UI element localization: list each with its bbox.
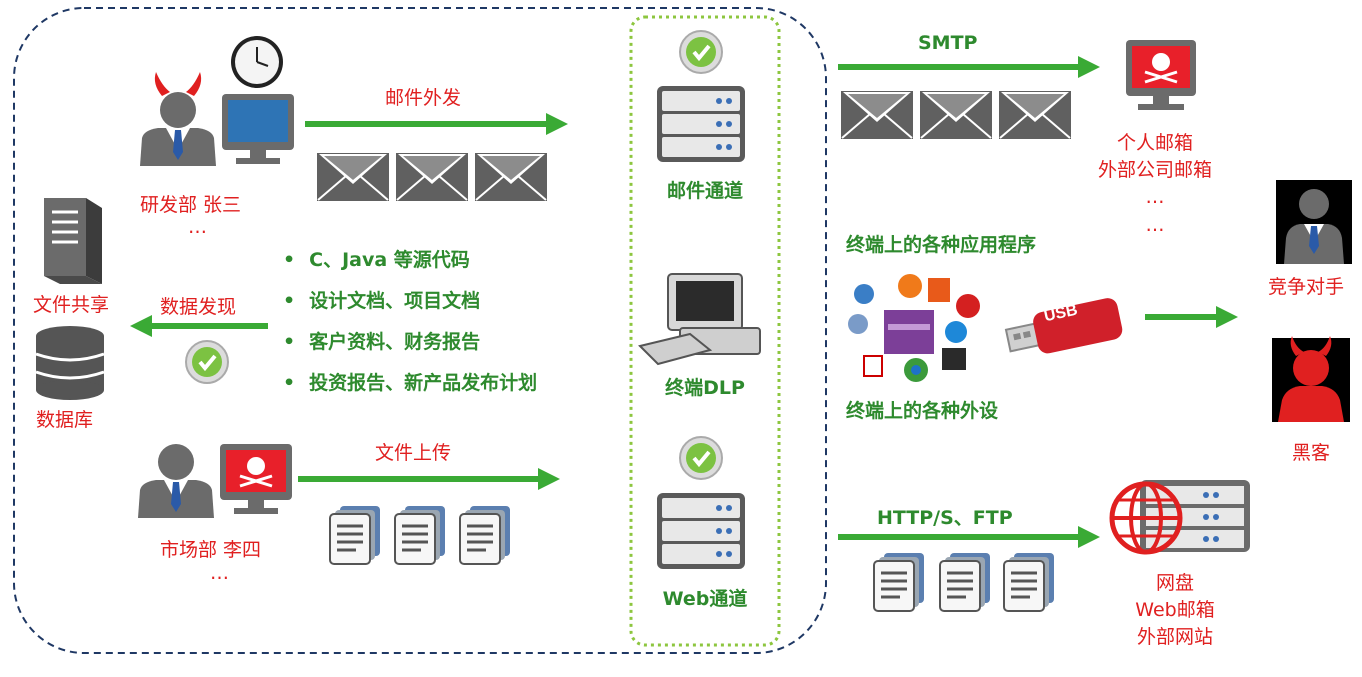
label-netdisk: 网盘: [1155, 572, 1194, 594]
label-file-upload: 文件上传: [375, 442, 452, 464]
label-company-mail: 外部公司邮箱: [1097, 159, 1212, 181]
envelope-group-internal: [315, 151, 549, 203]
arrow-peripherals: [1145, 306, 1238, 328]
web-server-icon: [657, 493, 745, 569]
label-database: 数据库: [36, 409, 94, 431]
label-mkt-user: 市场部 李四: [160, 539, 262, 561]
usb-drive-icon: [1004, 298, 1123, 354]
marketing-monitor-skull-icon: [220, 444, 292, 514]
label-rd-more: …: [188, 216, 207, 238]
envelope-group-external: [839, 89, 1073, 141]
label-endpoint-dlp: 终端DLP: [665, 377, 745, 399]
label-apps: 终端上的各种应用程序: [846, 234, 1037, 256]
check-icon-web: [678, 435, 724, 481]
list-item: C、Java 等源代码: [283, 240, 537, 281]
dlp-channel-box: [629, 15, 781, 647]
label-peripherals: 终端上的各种外设: [846, 400, 999, 422]
netdisk-server-icon: [1109, 480, 1250, 555]
arrow-email-out: [305, 113, 568, 135]
label-external-site: 外部网站: [1136, 626, 1213, 648]
check-icon-discovery: [184, 339, 230, 385]
rd-engineer-icon: [140, 72, 216, 166]
label-more-1: …: [1145, 186, 1165, 208]
list-item: 设计文档、项目文档: [283, 281, 537, 322]
list-item: 客户资料、财务报告: [283, 322, 537, 363]
check-icon-mail: [678, 29, 724, 75]
label-hacker: 黑客: [1291, 442, 1330, 464]
application-icons-cluster: [848, 274, 980, 382]
label-http-ftp: HTTP/S、FTP: [877, 507, 1013, 529]
file-server-icon: [44, 198, 102, 284]
label-data-discovery: 数据发现: [160, 296, 237, 318]
arrow-data-discovery: [130, 315, 268, 337]
arrow-http: [838, 526, 1100, 548]
sensitive-data-list: C、Java 等源代码 设计文档、项目文档 客户资料、财务报告 投资报告、新产品…: [283, 240, 537, 404]
label-rd-user: 研发部 张三: [140, 194, 242, 216]
arrow-file-upload: [298, 468, 560, 490]
competitor-icon: [1276, 180, 1352, 264]
label-more-2: …: [1145, 214, 1165, 236]
personal-mail-monitor-icon: [1126, 40, 1196, 110]
label-mail-channel: 邮件通道: [666, 180, 743, 202]
rd-monitor-icon: [222, 94, 294, 164]
label-webmail: Web邮箱: [1135, 599, 1215, 621]
clock-icon: [231, 36, 283, 88]
label-email-out: 邮件外发: [385, 87, 462, 109]
label-mkt-more: …: [210, 562, 229, 584]
mail-server-icon: [657, 86, 745, 162]
label-file-share: 文件共享: [33, 294, 110, 316]
label-competitor: 竞争对手: [1267, 276, 1344, 298]
marketing-staff-icon: [138, 444, 214, 518]
database-icon: [35, 326, 105, 400]
list-item: 投资报告、新产品发布计划: [283, 363, 537, 404]
label-personal-mail: 个人邮箱: [1116, 132, 1193, 154]
endpoint-computer-icon: [638, 273, 761, 366]
internal-network-boundary: [13, 7, 827, 654]
label-web-channel: Web通道: [662, 588, 748, 610]
document-group-external: [872, 551, 1056, 613]
arrow-smtp: [838, 56, 1100, 78]
label-smtp: SMTP: [918, 32, 978, 54]
hacker-icon: [1272, 336, 1350, 422]
document-group-internal: [328, 504, 512, 566]
